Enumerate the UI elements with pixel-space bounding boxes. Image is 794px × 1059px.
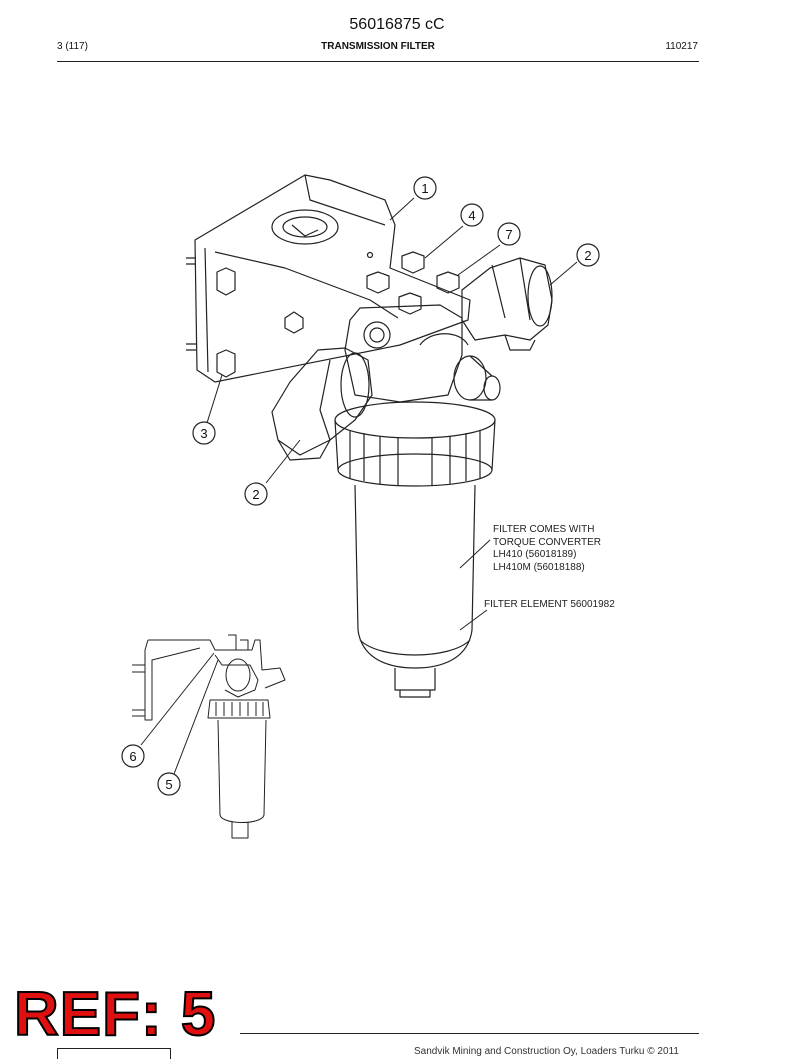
balloon: 7 [497,222,521,246]
filter-head [344,304,469,403]
filter-element-label: FILTER ELEMENT 56001982 [484,599,615,610]
elbow-fitting-right [461,257,553,351]
svg-text:LH410 (56018189): LH410 (56018189) [493,549,576,560]
svg-text:4: 4 [468,208,475,223]
balloon: 2 [576,243,600,267]
document-number: 56016875 cC [349,16,445,33]
page-number: 3 (117) [57,41,88,52]
leader-lines [140,197,578,775]
svg-text:3: 3 [200,426,207,441]
svg-text:TORQUE CONVERTER: TORQUE CONVERTER [493,537,601,548]
svg-text:6: 6 [129,749,136,764]
balloon: 3 [192,421,216,445]
svg-text:2: 2 [584,248,591,263]
filter-note: FILTER COMES WITH TORQUE CONVERTER LH410… [493,524,601,573]
side-plug [453,355,501,401]
svg-text:7: 7 [505,227,512,242]
balloon: 2 [244,482,268,506]
svg-text:FILTER COMES WITH: FILTER COMES WITH [493,524,594,535]
inset-assembly [132,634,286,839]
page-title: TRANSMISSION FILTER [321,41,435,52]
mounting-bracket [186,174,471,383]
svg-text:2: 2 [252,487,259,502]
company-logo [57,1048,171,1059]
copyright-text: Sandvik Mining and Construction Oy, Load… [414,1046,679,1057]
balloon: 4 [460,203,484,227]
footer-divider [240,1033,699,1034]
balloon: 1 [413,176,437,200]
balloon: 6 [121,744,145,768]
header-divider [57,61,699,62]
revision-date: 110217 [665,41,698,52]
svg-text:5: 5 [165,777,172,792]
filter-bowl-collar [334,401,496,487]
filter-canister [354,484,476,698]
reference-stamp: REF: 5 [13,980,217,1049]
elbow-fitting-left [271,347,373,461]
bracket-bolts [216,251,460,378]
balloon: 5 [157,772,181,796]
svg-text:LH410M (56018188): LH410M (56018188) [493,562,585,573]
svg-text:1: 1 [421,181,428,196]
